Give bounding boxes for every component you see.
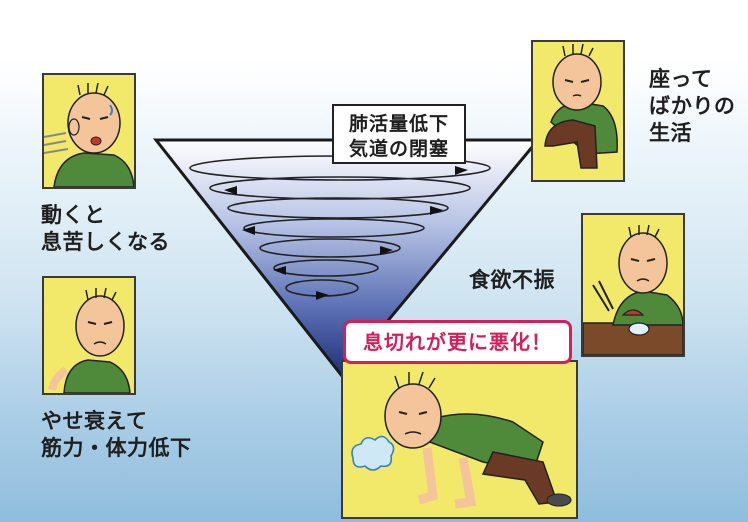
panel-weakness [42,276,136,395]
funnel-label-box: 肺活量低下 気道の閉塞 [332,104,466,164]
lung-capacity-text: 肺活量低下 [348,113,449,135]
appetite-label: 食欲不振 [469,268,555,292]
breathless-label: 動くと 息苦しくなる [41,203,170,254]
weakness-label: やせ衰えて 筋力・体力低下 [41,409,192,460]
panel-appetite [581,213,685,357]
no-appetite-illustration [583,224,683,355]
weak-man-illustration [48,287,131,393]
sitting-man-illustration [544,43,618,169]
panel-breathless [42,73,136,189]
worsening-alert: 息切れが更に悪化！ [343,320,572,364]
panel-worsening [341,360,578,519]
panel-sitting [531,40,625,182]
collapsed-man-illustration [351,371,572,509]
breathless-man-illustration [44,82,134,187]
sitting-label: 座って ばかりの 生活 [649,67,736,145]
airway-obstruction-text: 気道の閉塞 [348,138,449,160]
arrow-heads [224,166,468,300]
